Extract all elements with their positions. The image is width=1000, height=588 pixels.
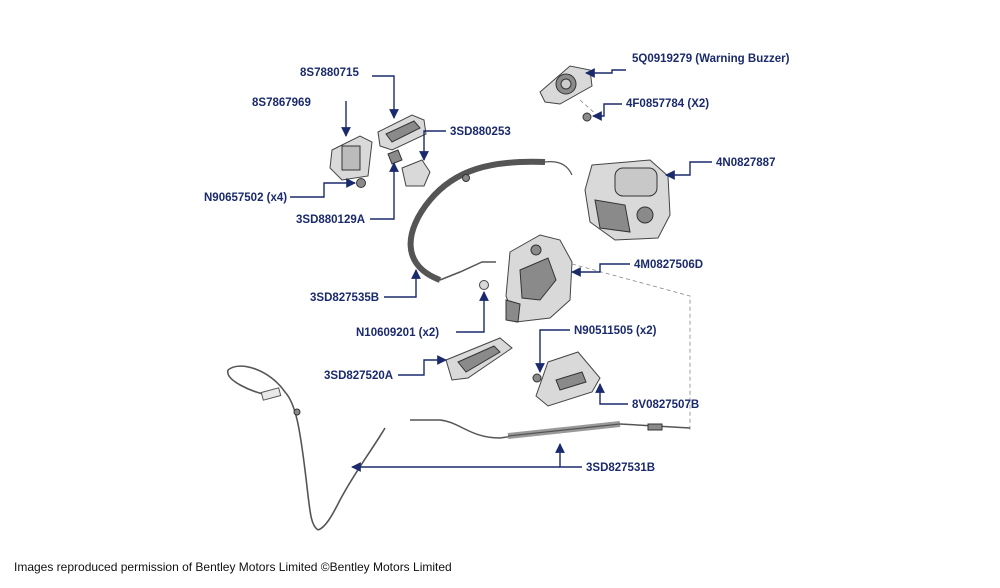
interior-handle-part[interactable] [445, 337, 513, 381]
label-nut: N90657502 (x4) [204, 192, 287, 204]
label-bowden-cable: 3SD827535B [310, 292, 379, 304]
label-release-cable: 3SD827531B [586, 462, 655, 474]
label-warning-buzzer: 5Q0919279 (Warning Buzzer) [632, 53, 790, 65]
actuator-motor-part[interactable] [584, 159, 671, 241]
mounting-bracket-part[interactable] [535, 351, 601, 407]
label-screw: 4F0857784 (X2) [626, 98, 709, 110]
warning-buzzer-part[interactable] [539, 65, 593, 105]
label-clip-3sd880253: 3SD880253 [450, 126, 511, 138]
label-lock: 4M0827506D [634, 259, 703, 271]
label-bolt: N90511505 (x2) [574, 325, 657, 337]
label-interior-handle: 3SD827520A [324, 370, 393, 382]
image-credit: Images reproduced permission of Bentley … [14, 560, 452, 574]
release-cable-part[interactable] [410, 419, 691, 439]
bowden-cable-part[interactable] [407, 158, 573, 283]
label-motor: 4N0827887 [716, 157, 775, 169]
nut-part[interactable] [356, 178, 366, 188]
grommet-part[interactable] [479, 280, 489, 290]
label-clip-3sd880129a: 3SD880129A [296, 214, 365, 226]
door-handle-cover-part[interactable] [377, 114, 427, 151]
label-handle-cover: 8S7880715 [300, 67, 359, 79]
clip-part[interactable] [401, 159, 431, 187]
screw-part[interactable] [582, 112, 592, 122]
loop-release-cable-part[interactable] [227, 365, 386, 531]
leader-lines [290, 68, 712, 472]
bolt-part[interactable] [532, 373, 542, 383]
label-mounting-bracket: 8V0827507B [632, 399, 699, 411]
door-handle-bracket-part[interactable] [329, 135, 373, 181]
small-clip-part[interactable] [387, 149, 403, 165]
label-handle-bracket: 8S7867969 [252, 97, 311, 109]
label-grommet: N10609201 (x2) [356, 327, 439, 339]
door-lock-part[interactable] [505, 234, 573, 323]
